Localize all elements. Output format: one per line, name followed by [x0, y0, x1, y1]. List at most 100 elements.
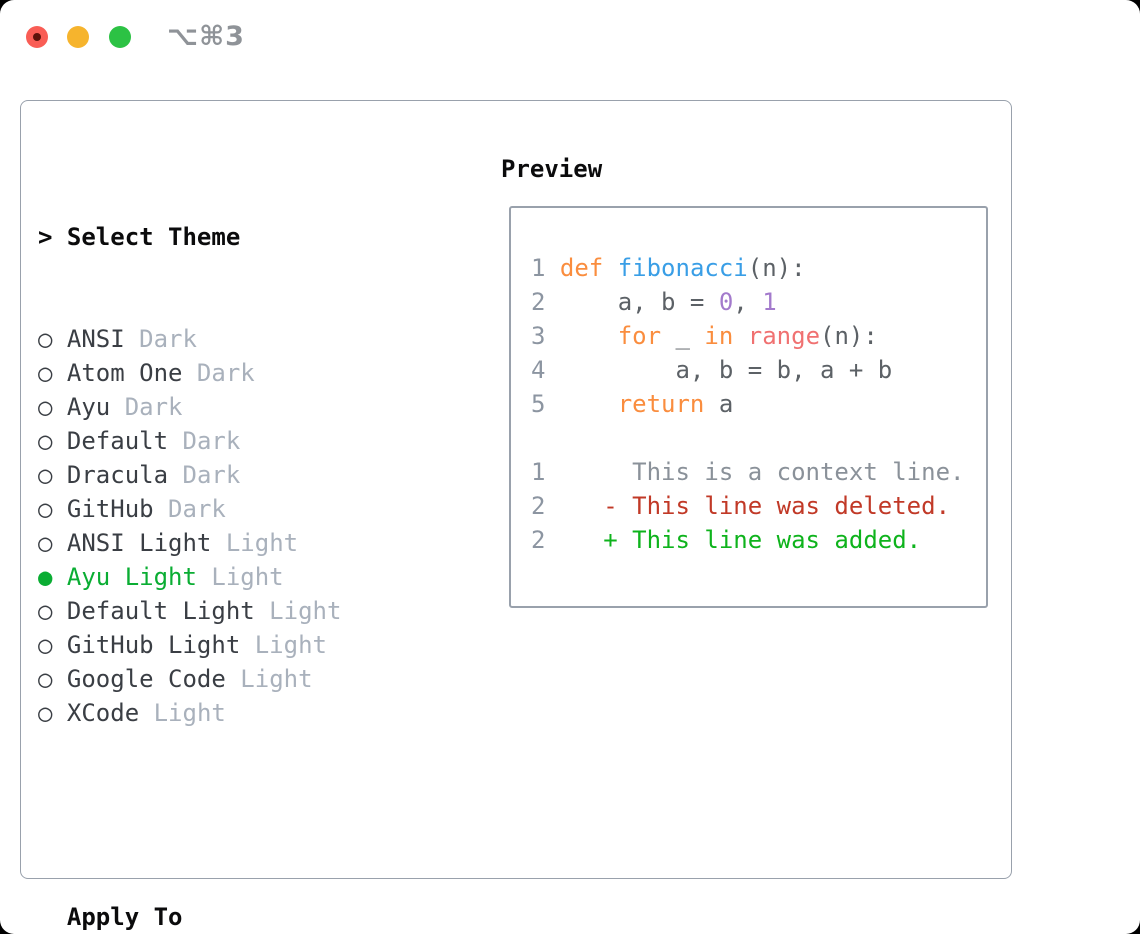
theme-option-label: ANSI Light	[66, 529, 212, 557]
focus-cursor: >	[38, 223, 53, 251]
code-token-ctx: This is a context line.	[559, 458, 965, 486]
theme-variant-tag: Dark	[153, 495, 226, 523]
theme-variant-tag: Dark	[168, 461, 241, 489]
theme-variant-tag: Dark	[110, 393, 183, 421]
code-token-pl: (n):	[820, 322, 878, 350]
theme-variant-tag: Light	[139, 699, 226, 727]
radio-icon: ○	[38, 665, 53, 693]
line-number: 5	[531, 390, 546, 418]
radio-icon: ○	[38, 427, 53, 455]
line-number: 2	[531, 288, 546, 316]
theme-picker: > Select Theme ○ ANSI Dark ○ Atom One Dark ○ A…	[38, 152, 443, 934]
theme-settings-panel: > Select Theme ○ ANSI Dark ○ Atom One Dark ○ A…	[20, 100, 1012, 931]
theme-option-github-light[interactable]: ○ GitHub Light Light	[38, 628, 443, 662]
code-line: 3 for _ in range(n):	[531, 319, 964, 353]
radio-icon: ○	[38, 495, 53, 523]
radio-selected-icon: ●	[38, 563, 53, 591]
theme-option-xcode[interactable]: ○ XCode Light	[38, 696, 443, 730]
theme-option-ayu[interactable]: ○ Ayu Dark	[38, 390, 443, 424]
code-line	[531, 421, 964, 455]
theme-variant-tag: Dark	[168, 427, 241, 455]
code-token-pl	[733, 322, 747, 350]
radio-icon: ○	[38, 699, 53, 727]
theme-variant-tag: Light	[211, 529, 299, 557]
select-theme-title: Select Theme	[66, 223, 241, 251]
code-token-add: + This line was added.	[559, 526, 922, 554]
apply-to-title: Apply To	[66, 903, 183, 931]
spacer-row	[38, 798, 443, 832]
radio-icon: ○	[38, 597, 53, 625]
theme-option-label: GitHub Light	[66, 631, 241, 659]
code-line: 4 a, b = b, a + b	[531, 353, 964, 387]
window-title: ⌥⌘3	[167, 21, 245, 52]
code-line: 2 - This line was deleted.	[531, 489, 964, 523]
theme-option-ansi[interactable]: ○ ANSI Dark	[38, 322, 443, 356]
code-token-pl	[560, 390, 618, 418]
theme-option-default-light[interactable]: ○ Default Light Light	[38, 594, 443, 628]
theme-variant-tag: Dark	[182, 359, 255, 387]
theme-option-label: Atom One	[66, 359, 183, 387]
code-token-pl	[603, 254, 617, 282]
theme-option-label: Default	[66, 427, 169, 455]
theme-variant-tag: Light	[240, 631, 327, 659]
theme-variant-tag: Dark	[124, 325, 197, 353]
code-line: 2 a, b = 0, 1	[531, 285, 964, 319]
theme-option-ayu-light[interactable]: ● Ayu Light Light	[38, 560, 443, 594]
code-token-pl	[560, 322, 618, 350]
code-token-pl: ,	[733, 288, 763, 316]
theme-option-atom-one[interactable]: ○ Atom One Dark	[38, 356, 443, 390]
radio-icon: ○	[38, 461, 53, 489]
code-token-kw: return	[617, 390, 705, 418]
close-button[interactable]	[26, 26, 48, 48]
theme-option-label: Default Light	[66, 597, 255, 625]
theme-option-label: ANSI	[66, 325, 125, 353]
theme-variant-tag: Light	[254, 597, 342, 625]
code-token-cn: 1	[762, 288, 777, 316]
code-line: 1 This is a context line.	[531, 455, 964, 489]
code-token-del: - This line was deleted.	[559, 492, 951, 520]
radio-icon: ○	[38, 325, 53, 353]
line-number: 4	[531, 356, 546, 384]
line-number: 1	[531, 254, 546, 282]
code-token-kw: for	[617, 322, 662, 350]
code-line: 1 def fibonacci(n):	[531, 251, 964, 285]
radio-icon: ○	[38, 393, 53, 421]
apply-to-header: Apply To	[38, 900, 443, 934]
line-number: 2	[531, 526, 546, 554]
code-token-pl: _	[661, 322, 705, 350]
theme-option-label: GitHub	[66, 495, 154, 523]
code-token-pl: (n):	[747, 254, 806, 282]
theme-option-dracula[interactable]: ○ Dracula Dark	[38, 458, 443, 492]
theme-option-default[interactable]: ○ Default Dark	[38, 424, 443, 458]
theme-option-github[interactable]: ○ GitHub Dark	[38, 492, 443, 526]
code-token-fn: fibonacci	[617, 254, 748, 282]
theme-option-label: Ayu	[66, 393, 111, 421]
line-number: 1	[531, 458, 546, 486]
code-token-kw: def	[559, 254, 604, 282]
unsaved-indicator-dot	[33, 33, 41, 41]
code-token-kw: in	[704, 322, 734, 350]
line-number: 2	[531, 492, 546, 520]
code-token-pl: a	[704, 390, 734, 418]
theme-option-google-code[interactable]: ○Google Code Light	[38, 662, 443, 696]
theme-option-label: Dracula	[66, 461, 169, 489]
theme-variant-tag: Light	[225, 665, 313, 693]
theme-option-label: Ayu Light	[66, 563, 197, 591]
theme-list: ○ ANSI Dark ○ Atom One Dark ○ Ayu Dark ○ Defaul…	[38, 322, 443, 730]
theme-option-ansi-light[interactable]: ○ ANSI Light Light	[38, 526, 443, 560]
zoom-button[interactable]	[109, 26, 131, 48]
theme-option-label: XCode	[66, 699, 140, 727]
select-theme-header: > Select Theme	[38, 220, 443, 254]
minimize-button[interactable]	[67, 26, 89, 48]
theme-variant-tag: Light	[196, 563, 284, 591]
radio-icon: ○	[38, 631, 53, 659]
radio-icon: ○	[38, 529, 53, 557]
line-number: 3	[531, 322, 546, 350]
code-token-pl: a, b =	[559, 288, 719, 316]
radio-icon: ○	[38, 359, 53, 387]
code-line: 5 return a	[531, 387, 964, 421]
code-line: 2 + This line was added.	[531, 523, 964, 557]
